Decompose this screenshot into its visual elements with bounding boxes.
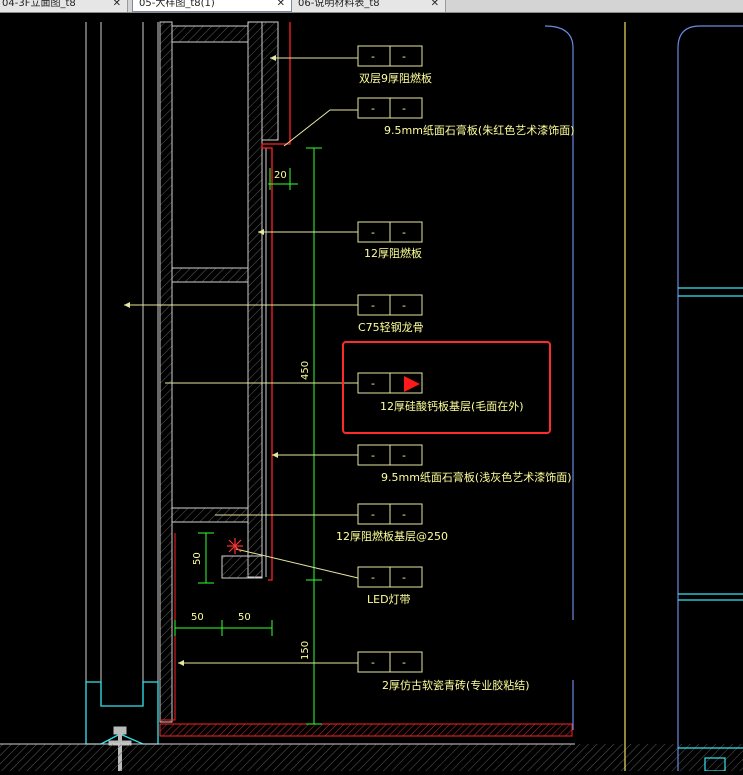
dimensions [174,147,322,725]
dim-50-a: 50 [191,612,204,623]
close-icon[interactable]: ✕ [112,0,121,9]
dim-50-vertical: 50 [192,552,203,565]
tab-label: 04-3F立面图_t8 [2,0,76,9]
tag-label: 双层9厚阻燃板 [359,71,432,85]
tag-cell: - [371,102,375,115]
tag-cell: - [402,226,406,239]
tag-label: LED灯带 [367,593,411,606]
tag-cell: - [371,571,375,584]
tag-label: 9.5mm纸面石膏板(浅灰色艺术漆饰面) [381,470,572,484]
studs [171,25,263,579]
tag-label: 9.5mm纸面石膏板(朱红色艺术漆饰面) [384,123,575,137]
drawing-canvas[interactable]: 20 450 50 50 50 150 - - 双层9厚阻燃板 [0,13,743,772]
wall-layers [159,21,279,723]
red-triangle-cursor-icon [404,376,420,392]
tag-cell: - [371,226,375,239]
tag-cell: - [371,508,375,521]
tag-cell: - [402,571,406,584]
close-icon[interactable]: ✕ [430,0,439,9]
tab-detail[interactable]: 05-大样图_t8(1) ✕ [132,0,292,12]
leader-lines [124,57,359,664]
material-tag[interactable]: - - C75轻钢龙骨 [357,294,424,334]
tab-bar: 04-3F立面图_t8 ✕ 05-大样图_t8(1) ✕ 06-说明材料表_t8… [0,0,743,13]
tag-label: 12厚硅酸钙板基层(毛面在外) [380,399,524,413]
led-starburst-icon [227,538,243,554]
tag-label: C75轻钢龙骨 [358,320,424,334]
tab-facade[interactable]: 04-3F立面图_t8 ✕ [0,0,128,12]
tag-cell: - [402,508,406,521]
close-icon[interactable]: ✕ [276,0,285,9]
tag-cell: - [402,50,406,63]
material-tag[interactable]: - - LED灯带 [357,566,423,606]
dim-50-b: 50 [238,612,251,623]
material-tag[interactable]: - - 双层9厚阻燃板 [357,45,432,85]
red-finish [261,22,291,581]
tag-cell: - [371,449,375,462]
material-tag[interactable]: - 12厚硅酸钙板基层(毛面在外) [357,372,524,413]
tab-label: 06-说明材料表_t8 [298,0,380,9]
tag-label: 2厚仿古软瓷青砖(专业胶粘结) [382,678,530,692]
material-tag[interactable]: - - 9.5mm纸面石膏板(朱红色艺术漆饰面) [357,97,575,137]
dim-450: 450 [300,361,311,380]
tag-cell: - [402,656,406,669]
tag-cell: - [371,299,375,312]
right-frames [544,22,743,772]
dim-20: 20 [274,170,287,181]
tag-label: 12厚阻燃板 [364,246,422,260]
tag-cell: - [402,449,406,462]
selection-highlight [342,341,551,434]
left-column [85,22,159,682]
material-tag[interactable]: - - 9.5mm纸面石膏板(浅灰色艺术漆饰面) [357,444,572,484]
dim-150: 150 [300,641,311,660]
tab-label: 05-大样图_t8(1) [139,0,215,9]
red-edge [160,533,176,721]
tab-materials[interactable]: 06-说明材料表_t8 ✕ [292,0,446,12]
material-tag[interactable]: - - 2厚仿古软瓷青砖(专业胶粘结) [357,651,530,692]
tag-cell: - [371,656,375,669]
tag-cell: - [402,102,406,115]
leader-arrows [124,55,278,666]
material-tag[interactable]: - - 12厚阻燃板 [357,221,423,260]
tag-cell: - [402,299,406,312]
tag-cell: - [371,377,375,390]
tag-label: 12厚阻燃板基层@250 [336,529,448,543]
material-tag[interactable]: - - 12厚阻燃板基层@250 [336,503,448,543]
tag-cell: - [371,50,375,63]
floor [0,723,743,771]
